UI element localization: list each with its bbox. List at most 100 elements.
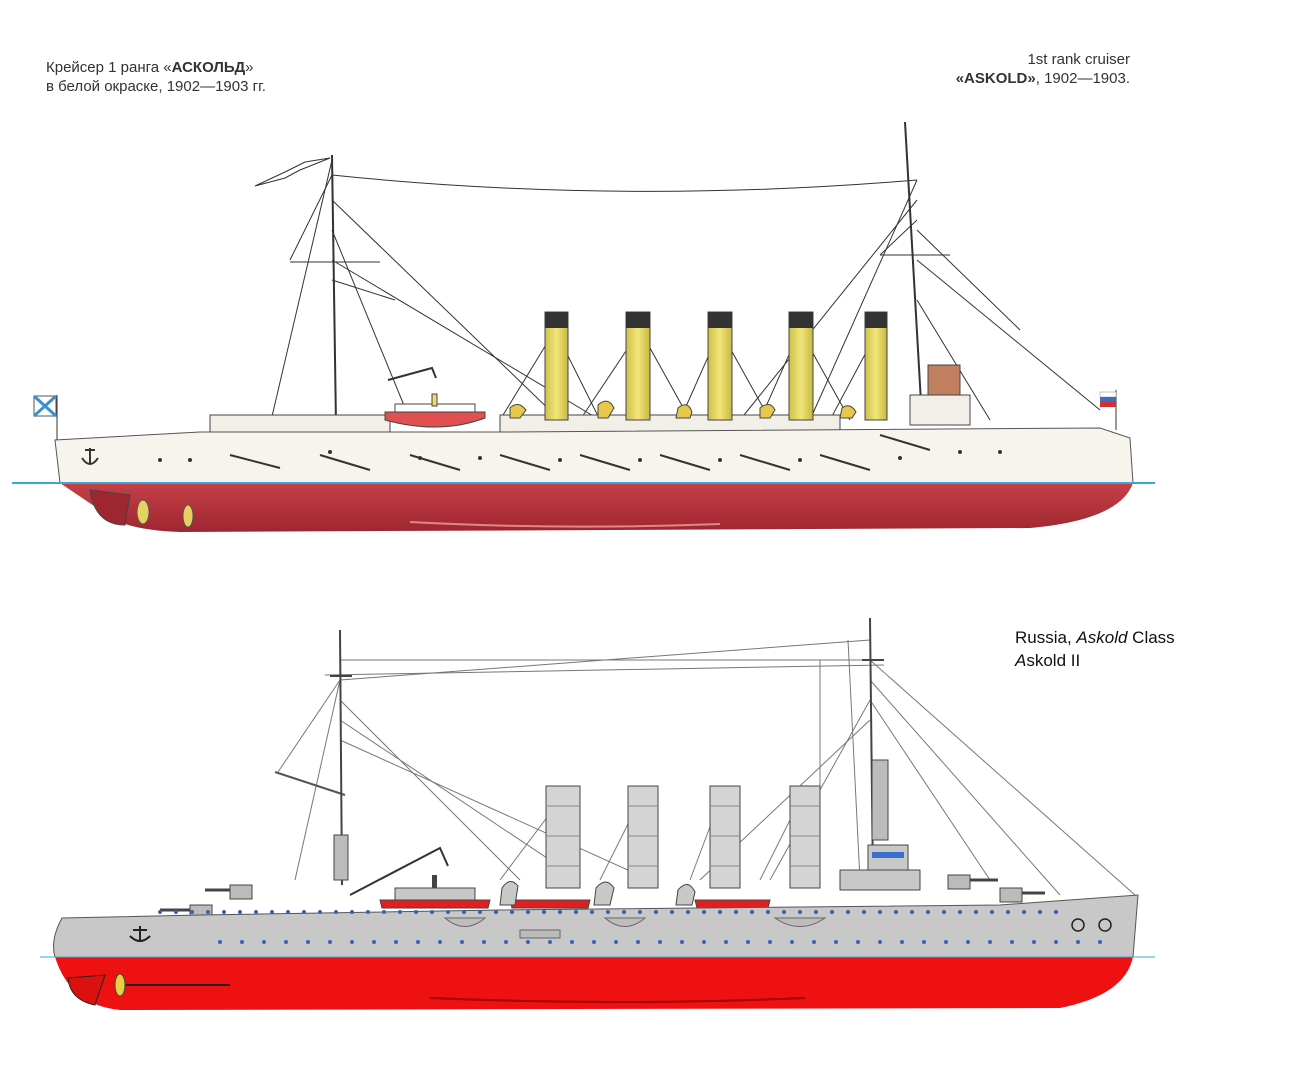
porthole — [702, 910, 706, 914]
top-funnel-3 — [707, 311, 733, 421]
top-hull-bottom — [60, 483, 1133, 532]
porthole — [382, 910, 386, 914]
porthole — [782, 910, 786, 914]
bottom-portholes — [158, 910, 1102, 944]
porthole — [542, 910, 546, 914]
porthole — [988, 940, 992, 944]
porthole — [750, 910, 754, 914]
porthole — [328, 940, 332, 944]
caption-model-line2: Askold II — [1015, 649, 1175, 672]
porthole — [478, 910, 482, 914]
caption-english-ship-name: «ASKOLD» — [955, 70, 1036, 87]
porthole — [284, 940, 288, 944]
bottom-boat-1 — [509, 899, 591, 909]
porthole — [834, 940, 838, 944]
st-andrew-naval-ensign-icon — [32, 394, 58, 440]
porthole — [592, 940, 596, 944]
porthole — [302, 910, 306, 914]
porthole — [686, 910, 690, 914]
top-ventilators — [509, 400, 857, 419]
porthole — [636, 940, 640, 944]
top-rudder — [89, 489, 131, 526]
porthole — [790, 940, 794, 944]
porthole — [222, 910, 226, 914]
porthole — [614, 940, 618, 944]
porthole — [510, 910, 514, 914]
porthole — [878, 940, 882, 944]
porthole — [494, 910, 498, 914]
bottom-boat-2 — [694, 899, 771, 909]
porthole — [482, 940, 486, 944]
porthole — [548, 940, 552, 944]
porthole — [1054, 940, 1058, 944]
bottom-rigging — [274, 639, 1136, 896]
porthole — [394, 940, 398, 944]
porthole — [574, 910, 578, 914]
bottom-launch-funnel — [432, 875, 437, 888]
porthole — [958, 910, 962, 914]
porthole — [238, 910, 242, 914]
porthole — [206, 910, 210, 914]
bottom-funnel-2 — [627, 785, 659, 889]
caption-model: Russia, Askold Class Askold II — [1015, 626, 1175, 672]
caption-english-years: , 1902—1903. — [1035, 70, 1130, 87]
porthole — [398, 910, 402, 914]
propeller-icon — [114, 973, 126, 997]
caption-russian-prefix: Крейсер 1 ранга « — [46, 59, 172, 76]
porthole — [318, 910, 322, 914]
bottom-funnel-4 — [789, 785, 821, 889]
top-funnel-1 — [544, 311, 569, 421]
bottom-hull-topside — [53, 894, 1139, 958]
bottom-funnel-1 — [545, 785, 581, 889]
porthole — [414, 910, 418, 914]
porthole — [900, 940, 904, 944]
caption-russian: Крейсер 1 ранга «АСКОЛЬД» в белой окраск… — [46, 58, 266, 96]
caption-english-line1: 1st rank cruiser — [1027, 51, 1130, 68]
top-bilge-keel — [409, 521, 721, 528]
porthole — [350, 940, 354, 944]
porthole — [1032, 940, 1036, 944]
porthole — [438, 940, 442, 944]
caption-model-class-name: Askold — [1076, 628, 1128, 647]
porthole — [862, 910, 866, 914]
bottom-aft-deckhouse — [839, 869, 921, 891]
porthole — [606, 910, 610, 914]
bottom-ship-model — [53, 617, 1139, 1010]
porthole — [460, 940, 464, 944]
bottom-funnel-bands — [546, 805, 820, 867]
top-masts — [290, 121, 950, 426]
porthole — [910, 910, 914, 914]
bottom-sponsons — [443, 917, 827, 927]
porthole — [254, 910, 258, 914]
bottom-ventilators — [499, 881, 696, 906]
porthole — [724, 940, 728, 944]
caption-english-line2: «ASKOLD», 1902—1903. — [956, 69, 1130, 88]
top-rigging — [269, 159, 1101, 426]
porthole — [856, 940, 860, 944]
porthole — [670, 910, 674, 914]
top-aft-searchlight-platform — [927, 364, 961, 396]
porthole — [372, 940, 376, 944]
porthole — [766, 910, 770, 914]
porthole — [218, 940, 222, 944]
top-casemate-guns — [229, 434, 931, 471]
porthole — [878, 910, 882, 914]
caption-english: 1st rank cruiser «ASKOLD», 1902—1903. — [956, 50, 1130, 88]
porthole — [240, 940, 244, 944]
porthole — [746, 940, 750, 944]
porthole — [590, 910, 594, 914]
bottom-launch-cabin — [394, 887, 476, 901]
caption-model-class-word: Class — [1127, 628, 1175, 647]
anchor-icon — [129, 926, 151, 942]
porthole — [446, 910, 450, 914]
russian-tricolor-flag-icon — [1099, 390, 1117, 430]
caption-model-name-rest: skold II — [1026, 651, 1081, 670]
porthole — [922, 940, 926, 944]
porthole — [680, 940, 684, 944]
porthole — [366, 910, 370, 914]
bottom-fore-mast-platform — [333, 834, 349, 881]
bottom-aft-mast-platform — [871, 759, 889, 841]
porthole — [894, 910, 898, 914]
top-ship-illustration — [32, 121, 1134, 532]
caption-russian-line1: Крейсер 1 ранга «АСКОЛЬД» — [46, 58, 266, 77]
